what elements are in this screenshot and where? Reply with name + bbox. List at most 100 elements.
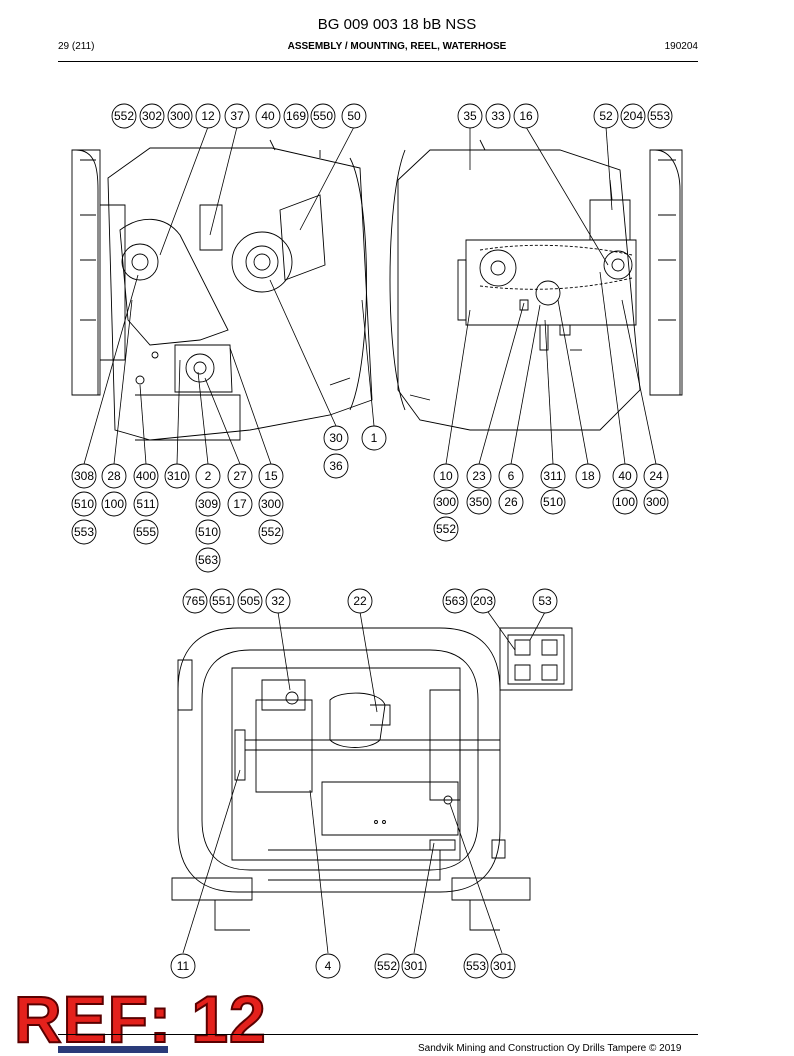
callout-circle: [401, 953, 427, 979]
callout-number: 28: [107, 469, 121, 483]
callout-right-group-510: 510: [540, 489, 566, 515]
callout-right-group-24: 24: [643, 463, 669, 489]
callout-left-group-510: 510: [71, 491, 97, 517]
callout-right-group-6: 6: [498, 463, 524, 489]
callout-circle: [341, 103, 367, 129]
callout-circle: [258, 519, 284, 545]
callout-right-group-10: 10: [433, 463, 459, 489]
callout-left-group-2: 2: [195, 463, 221, 489]
callout-top-right-row-52: 52: [593, 103, 619, 129]
callout-left-group-17: 17: [227, 491, 253, 517]
callout-left-group-552: 552: [258, 519, 284, 545]
callout-right-group-26: 26: [498, 489, 524, 515]
callout-top-left-row-302: 302: [139, 103, 165, 129]
callout-circle: [490, 953, 516, 979]
callout-number: 4: [325, 959, 332, 973]
callout-circle: [310, 103, 336, 129]
callout-number: 27: [233, 469, 247, 483]
callout-circle: [182, 588, 208, 614]
callout-circle: [593, 103, 619, 129]
callout-left-group-553: 553: [71, 519, 97, 545]
callout-circle: [71, 519, 97, 545]
callout-number: 16: [519, 109, 533, 123]
callout-top-left-row-169: 169: [283, 103, 309, 129]
callout-left-group-28: 28: [101, 463, 127, 489]
callout-number: 400: [136, 469, 156, 483]
callout-bottom-top-row-22: 22: [347, 588, 373, 614]
callout-top-right-row-35: 35: [457, 103, 483, 129]
callout-right-group-350: 350: [466, 489, 492, 515]
callout-number: 12: [201, 109, 215, 123]
callout-circle: [237, 588, 263, 614]
callout-circle: [133, 519, 159, 545]
sandvik-logo: [58, 1046, 168, 1053]
date-code: 190204: [664, 41, 698, 52]
callout-number: 22: [353, 594, 367, 608]
callout-top-left-row-552: 552: [111, 103, 137, 129]
callout-left-group-310: 310: [164, 463, 190, 489]
callout-circle: [457, 103, 483, 129]
callout-circle: [258, 463, 284, 489]
callout-circle: [470, 588, 496, 614]
callout-bottom-top-row-32: 32: [265, 588, 291, 614]
callout-top-right-row-204: 204: [620, 103, 646, 129]
ref-label: REF: 12: [13, 982, 267, 1056]
callout-circle: [209, 588, 235, 614]
callout-number: 10: [439, 469, 453, 483]
callout-circle: [532, 588, 558, 614]
callout-number: 50: [347, 109, 361, 123]
callout-circle: [498, 489, 524, 515]
callout-number: 309: [198, 497, 218, 511]
callout-circle: [139, 103, 165, 129]
leader-lines: [83, 126, 657, 954]
callout-circle: [265, 588, 291, 614]
callout-number: 300: [436, 495, 456, 509]
footer-rule: [58, 1034, 698, 1035]
callout-number: 311: [543, 469, 562, 483]
callout-top-left-row-12: 12: [195, 103, 221, 129]
callout-right-group-311: 311: [540, 463, 566, 489]
callout-right-group-40: 40: [612, 463, 638, 489]
callout-bottom-top-row-505: 505: [237, 588, 263, 614]
callout-right-group-300: 300: [643, 489, 669, 515]
callout-circle: [71, 463, 97, 489]
callout-left-group-309: 309: [195, 491, 221, 517]
callout-circle: [433, 516, 459, 542]
callout-bottom-top-row-765: 765: [182, 588, 208, 614]
callout-circle: [283, 103, 309, 129]
callout-circle: [101, 491, 127, 517]
callout-circle: [540, 463, 566, 489]
callout-right-group-18: 18: [575, 463, 601, 489]
callout-circle: [227, 491, 253, 517]
callout-circle: [133, 491, 159, 517]
callout-right-group-300: 300: [433, 489, 459, 515]
callout-number: 301: [404, 959, 424, 973]
callout-number: 550: [313, 109, 333, 123]
document-id: BG 009 003 18 bB NSS: [317, 16, 477, 33]
callout-number: 552: [261, 525, 281, 539]
callout-number: 300: [170, 109, 190, 123]
callout-bottom-row-301: 301: [490, 953, 516, 979]
callout-left-group-27: 27: [227, 463, 253, 489]
callout-top-left-row-50: 50: [341, 103, 367, 129]
callout-number: 204: [623, 109, 643, 123]
callout-top-left-row-550: 550: [310, 103, 336, 129]
callout-top-right-row-16: 16: [513, 103, 539, 129]
callout-circle: [315, 953, 341, 979]
callout-number: 40: [261, 109, 275, 123]
callout-left-group-300: 300: [258, 491, 284, 517]
callout-bottom-top-row-203: 203: [470, 588, 496, 614]
callout-circle: [111, 103, 137, 129]
callout-circle: [101, 463, 127, 489]
callout-circle: [195, 547, 221, 573]
callout-middle-left-36: 36: [323, 453, 349, 479]
callout-number: 100: [104, 497, 124, 511]
callout-number: 33: [491, 109, 505, 123]
callout-number: 551: [212, 594, 232, 608]
callout-number: 552: [377, 959, 397, 973]
callout-number: 300: [646, 495, 666, 509]
callout-left-group-100: 100: [101, 491, 127, 517]
callout-top-left-row-40: 40: [255, 103, 281, 129]
